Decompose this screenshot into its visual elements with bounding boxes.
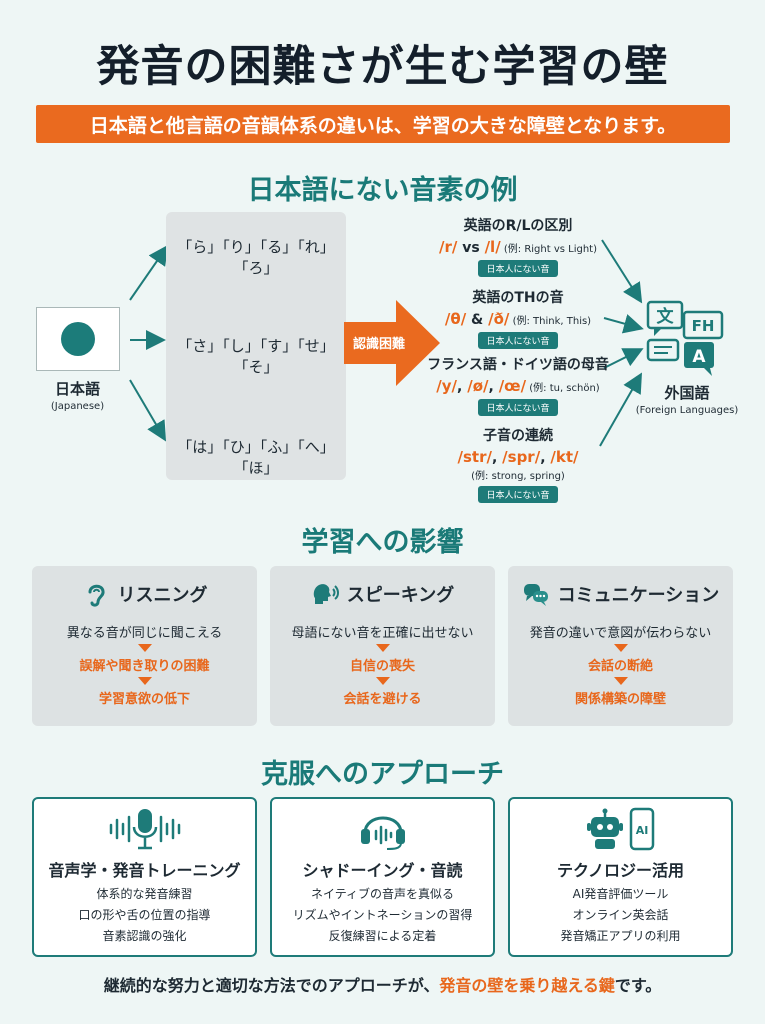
section-title-impact: 学習への影響 xyxy=(301,527,464,558)
japan-flag-icon xyxy=(36,307,120,371)
phoneme-th: 英語のTHの音 /θ/ & /ð/ (例: Think, This) 日本人にな… xyxy=(444,290,592,349)
japanese-label: 日本語 (Japanese) xyxy=(50,380,105,412)
impact-card-communication: コミュニケーション 発音の違いで意図が伝わらない 会話の断絶 関係構築の障壁 xyxy=(508,566,733,726)
kana-row-sa: 「さ」「し」「す」「せ」「そ」 xyxy=(177,337,335,376)
phoneme-vowels: フランス語・ドイツ語の母音 /y/, /ø/, /œ/ (例: tu, schö… xyxy=(427,357,609,416)
speaking-head-icon xyxy=(313,584,339,604)
approach-card-technology: AI テクノロジー活用 AI発音評価ツール オンライン英会話 発音矯正アプリの利… xyxy=(508,797,733,957)
phoneme-rl: 英語のR/Lの区別 /r/ vs /l/ (例: Right vs Light)… xyxy=(439,218,597,277)
kana-row-ha: 「は」「ひ」「ふ」「へ」「ほ」 xyxy=(177,438,335,477)
subtitle-banner: 日本語と他言語の音韻体系の違いは、学習の大きな障壁となります。 xyxy=(36,105,730,143)
foreign-languages-label: 外国語 (Foreign Languages) xyxy=(635,384,739,416)
recognition-arrow-icon xyxy=(344,300,440,386)
approach-card-shadowing: シャドーイング・音読 ネイティブの音声を真似る リズムやイントネーションの習得 … xyxy=(270,797,495,957)
section-title-phonemes: 日本語にない音素の例 xyxy=(247,175,518,206)
chat-bubbles-icon xyxy=(523,584,548,606)
ear-icon xyxy=(88,584,105,607)
arrow-label: 認識困難 xyxy=(352,337,405,352)
svg-text:A: A xyxy=(692,347,706,367)
microphone-icon xyxy=(109,809,180,850)
impact-card-speaking: スピーキング 母語にない音を正確に出せない 自信の喪失 会話を避ける xyxy=(270,566,495,726)
kana-panel xyxy=(166,212,346,480)
robot-phone-icon: AI xyxy=(586,807,654,851)
headset-icon xyxy=(360,816,405,850)
svg-text:文: 文 xyxy=(657,306,675,327)
section-title-approach: 克服へのアプローチ xyxy=(261,759,504,790)
page-title: 発音の困難さが生む学習の壁 xyxy=(96,42,669,92)
impact-card-listening: リスニング 異なる音が同じに聞こえる 誤解や聞き取りの困難 学習意欲の低下 xyxy=(32,566,257,726)
svg-text:FH: FH xyxy=(692,317,715,335)
translation-icon: 文 FH A xyxy=(646,300,724,376)
svg-text:AI: AI xyxy=(635,824,648,837)
approach-card-phonetics: 音声学・発音トレーニング 体系的な発音練習 口の形や舌の位置の指導 音素認識の強… xyxy=(32,797,257,957)
footer-message: 継続的な努力と適切な方法でのアプローチが、発音の壁を乗り越える鍵です。 xyxy=(103,976,662,995)
kana-row-ra: 「ら」「り」「る」「れ」「ろ」 xyxy=(177,238,335,277)
phoneme-clusters: 子音の連続 /str/, /spr/, /kt/ (例: strong, spr… xyxy=(457,428,579,503)
